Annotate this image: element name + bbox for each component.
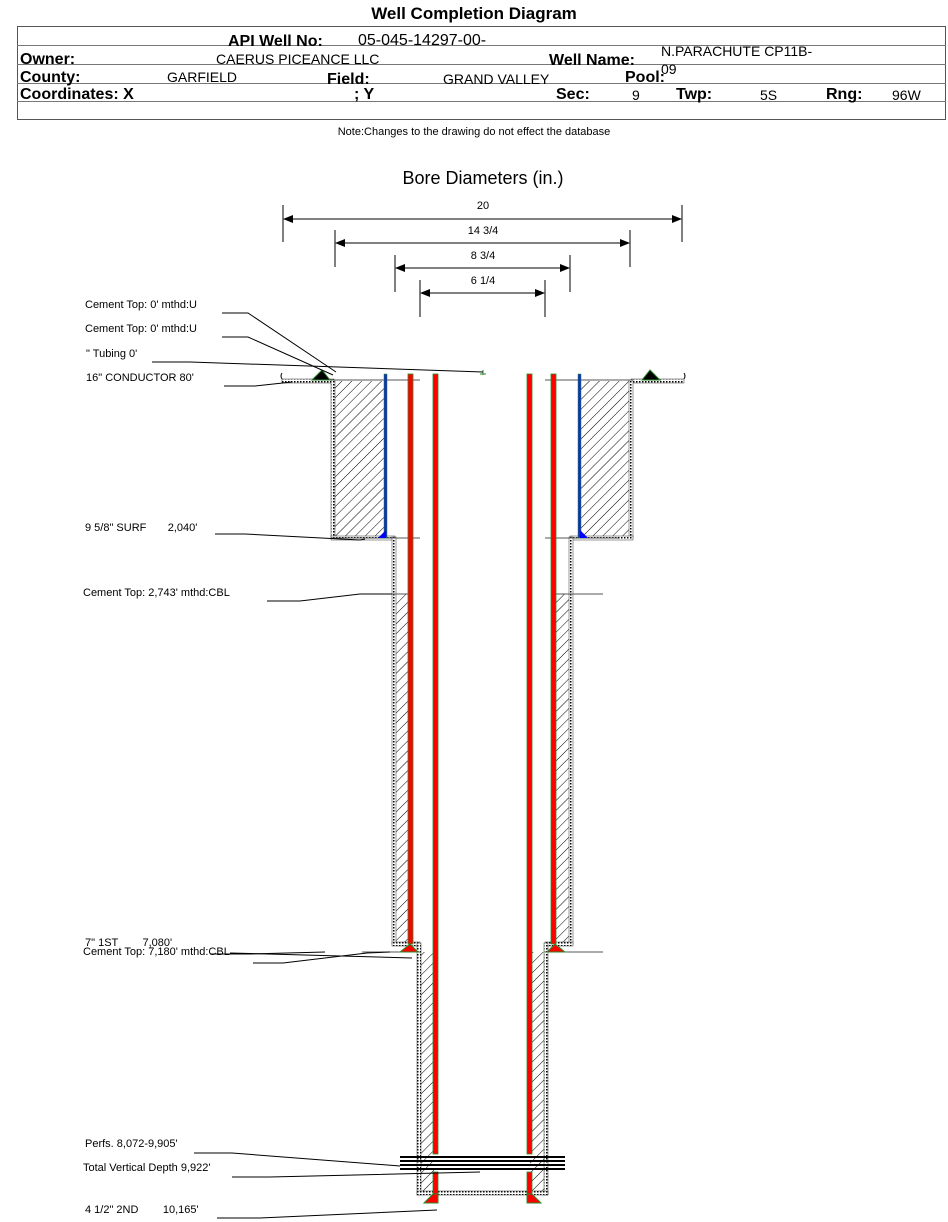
callout-perforations: Perfs. 8,072-9,905' [85,1138,178,1150]
perforations [400,1156,565,1170]
production-hole-bottom [416,1190,549,1196]
callout-cement-top: Cement Top: 0' mthd:U [85,323,197,335]
production-casing-left [432,373,439,1155]
sec-value: 9 [632,87,640,103]
surface-casing-right [577,373,582,539]
leader-total-depth [232,1171,481,1178]
owner-label: Owner: [20,51,76,68]
intermediate-shoe-right [545,943,567,953]
cement-intermediate-right [556,594,570,942]
cement-production-left [420,952,434,1192]
leader-conductor [224,381,293,387]
sec-label: Sec: [556,86,590,103]
database-note: Note:Changes to the drawing do not effec… [337,126,611,138]
api-value: 05-045-14297-00- [358,32,487,49]
surface-shoe-left [378,530,386,538]
cement-surface-left [334,381,385,537]
production-casing-left-lower [432,1171,439,1195]
leader-cement-top-7180-b [229,952,413,959]
header-divider [17,45,946,46]
cement-intermediate-left [396,594,409,942]
callout-cement-top: Cement Top: 2,743' mthd:CBL [83,587,230,599]
bore-diameter-label: 20 [476,200,490,212]
leader-perforations [194,1152,401,1167]
pool-label: Pool: [625,69,665,86]
leader-cement-top-2743 [267,593,392,602]
cement-surface-right [580,381,631,537]
header-box [17,26,946,120]
bore-diameter-label: 6 1/4 [470,275,496,287]
production-casing-right [526,373,533,1155]
intermediate-shoe-left [398,943,420,953]
conductor-hook-right [683,372,686,380]
callout-tubing: " Tubing 0' [86,348,138,360]
leader-cement-top-1 [222,312,337,373]
twp-label: Twp: [676,86,713,103]
callout-intermediate-casing: 7" 1ST 7,080' [85,937,173,949]
bore-diameters-title: Bore Diameters (in.) [402,168,564,188]
leader-production-casing [217,1209,438,1219]
owner-value: CAERUS PICEANCE LLC [216,51,380,67]
bore-dimension-lines [282,205,683,317]
field-label: Field: [327,71,370,88]
callout-total-depth: Total Vertical Depth 9,922' [83,1162,211,1174]
intermediate-hole-wall-right [568,536,574,945]
rng-value: 96W [892,87,921,103]
surface-casing-left [383,373,388,539]
header-divider [17,83,946,84]
header-divider [17,101,946,102]
surface-hole-wall-right [628,379,634,539]
county-label: County: [20,69,81,86]
intermediate-casing-right [550,373,557,945]
tubing-marker [480,370,486,375]
production-casing-right-lower [526,1171,533,1195]
surface-hole-wall-left [330,379,336,539]
cement-production-right [530,952,545,1192]
callout-leaders [152,312,484,1219]
bore-diameter-label: 14 3/4 [467,225,499,237]
intermediate-hole-wall-left [391,536,397,945]
callout-surface-casing: 9 5/8" SURF 2,040' [85,522,198,534]
intermediate-hole-bottom-right [544,941,574,947]
cement-sheath [334,381,631,1192]
field-value: GRAND VALLEY [443,71,550,87]
conductor-hook-left [280,372,283,380]
diagram-title: Well Completion Diagram [371,4,577,23]
well-name-value-cont: 09 [661,61,677,77]
rng-label: Rng: [826,86,863,103]
bore-diameter-label: 8 3/4 [470,250,496,262]
leader-tubing [152,361,484,373]
callout-cement-top: Cement Top: 7,180' mthd:CBL [83,946,230,958]
conductor-cement-left [310,369,332,381]
production-shoe-left [422,1193,439,1204]
coords-x-label: Coordinates: X [20,86,134,103]
production-shoe-right [526,1193,543,1204]
twp-value: 5S [760,87,778,103]
intermediate-hole-bottom-left [391,941,421,947]
coords-y-label: ; Y [354,86,375,103]
callout-cement-top: Cement Top: 0' mthd:U [85,299,197,311]
leader-cement-top-2 [222,336,334,376]
well-name-label: Well Name: [549,52,635,69]
well-name-value: N.PARACHUTE CP11B- [661,43,813,59]
callout-conductor: 16" CONDUCTOR 80' [86,372,194,384]
conductor-cement-right [640,369,662,381]
surface-shoe-right [580,530,588,538]
county-value: GARFIELD [167,69,238,85]
api-label: API Well No: [228,33,323,50]
intermediate-casing-left [407,373,414,945]
leader-cement-top-7180-a [253,951,391,964]
header-divider [17,64,946,65]
callout-production-casing: 4 1/2" 2ND 10,165' [85,1204,199,1216]
leader-surface-casing [215,533,366,541]
